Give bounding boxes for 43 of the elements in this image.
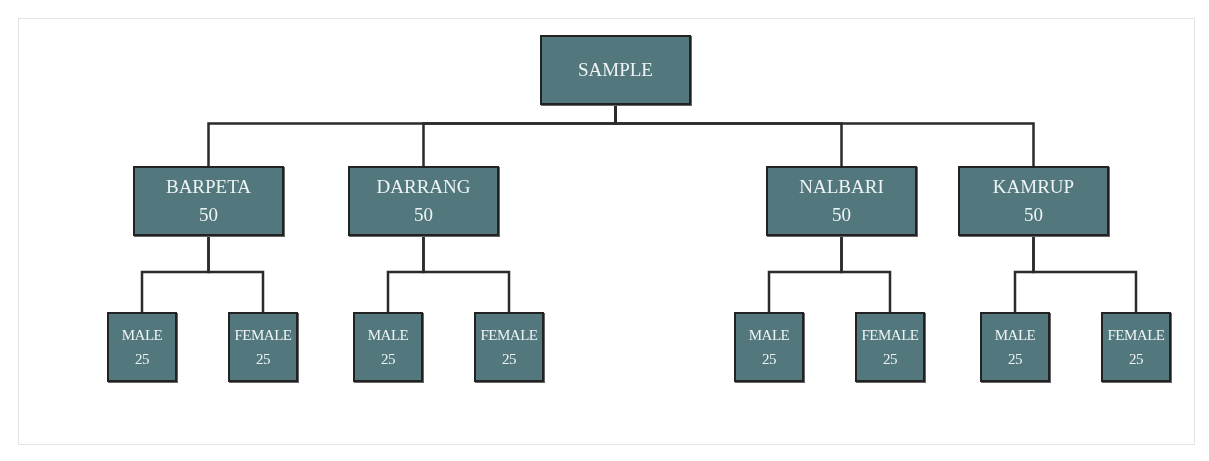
node-label: 25: [883, 350, 897, 369]
node-label: 25: [1129, 350, 1143, 369]
connector-line: [422, 236, 511, 312]
node-label: FEMALE: [480, 326, 538, 345]
node-box: [980, 312, 1050, 382]
node-label: MALE: [748, 326, 790, 345]
node-label: FEMALE: [861, 326, 919, 345]
node-box: [766, 166, 917, 236]
node-label: FEMALE: [234, 326, 292, 345]
node-box: [474, 312, 544, 382]
node-label: 50: [1024, 203, 1043, 227]
node-label: 25: [762, 350, 776, 369]
node-box: [540, 35, 691, 105]
node-label: FEMALE: [1107, 326, 1165, 345]
node-box: [348, 166, 499, 236]
node-label: SAMPLE: [578, 58, 653, 82]
node-box: [228, 312, 298, 382]
node-box: [107, 312, 177, 382]
node-label: 25: [135, 350, 149, 369]
node-label: BARPETA: [165, 175, 251, 199]
node-label: NALBARI: [799, 175, 884, 199]
node-box: [133, 166, 284, 236]
connector-line: [207, 236, 265, 312]
node-box: [855, 312, 925, 382]
node-label: 25: [256, 350, 270, 369]
node-label: DARRANG: [376, 175, 471, 199]
node-label: 50: [199, 203, 218, 227]
node-label: 50: [832, 203, 851, 227]
node-label: MALE: [367, 326, 409, 345]
node-label: 25: [1008, 350, 1022, 369]
node-box: [734, 312, 804, 382]
node-label: 25: [381, 350, 395, 369]
node-box: [1101, 312, 1171, 382]
node-label: KAMRUP: [992, 175, 1075, 199]
node-label: MALE: [121, 326, 163, 345]
node-label: MALE: [994, 326, 1036, 345]
node-label: 25: [502, 350, 516, 369]
connector-line: [840, 236, 892, 312]
connector-line: [614, 105, 1035, 166]
connector-line: [1032, 236, 1138, 312]
node-label: 50: [414, 203, 433, 227]
node-box: [353, 312, 423, 382]
node-box: [958, 166, 1109, 236]
